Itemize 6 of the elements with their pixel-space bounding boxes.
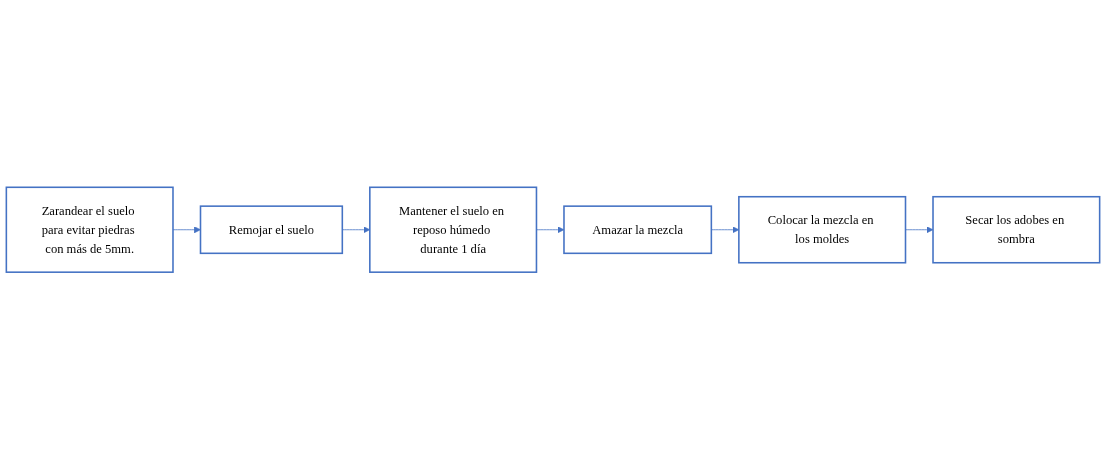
node-box: Colocar la mezcla en los moldes: [738, 195, 907, 264]
node-box: Zarandear el suelo para evitar piedras con más de 5mm.: [5, 186, 174, 273]
node-box: Secar los adobes en sombra: [932, 195, 1101, 264]
node-box: Remojar el suelo: [199, 205, 344, 254]
node-box: Amazar la mezcla: [563, 205, 713, 254]
node-box: Mantener el suelo en reposo húmedo durante 1 día: [369, 186, 538, 273]
